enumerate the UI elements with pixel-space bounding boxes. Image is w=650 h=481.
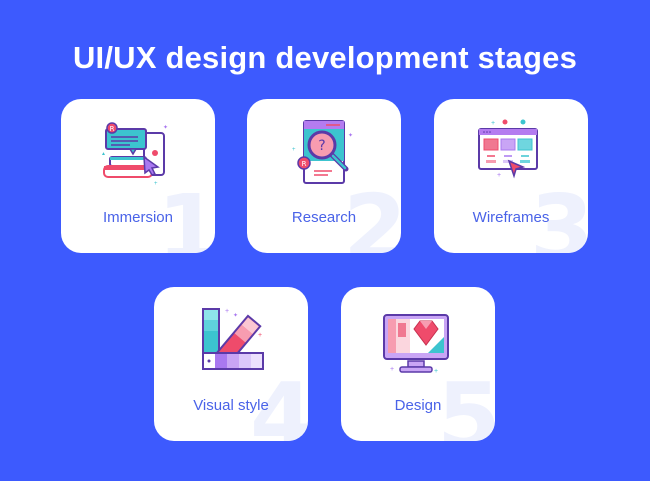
svg-text:R: R: [110, 125, 115, 133]
stage-number: 2: [342, 175, 401, 254]
chat-book-phone-icon: R ✦ ▲ +: [101, 122, 168, 187]
svg-text:?: ?: [318, 138, 325, 154]
stage-label: Research: [291, 209, 357, 226]
color-swatch-fan-icon: + ✦ +: [202, 308, 264, 370]
stage-label: Wireframes: [472, 209, 550, 226]
stage-card-design[interactable]: 5 + + Design: [341, 287, 495, 441]
stage-label: Design: [394, 397, 442, 414]
stage-number: 5: [436, 363, 495, 442]
svg-text:R: R: [302, 160, 307, 168]
svg-text:✦: ✦: [233, 312, 238, 319]
svg-text:+: +: [497, 172, 501, 179]
stage-number: 4: [249, 363, 308, 442]
stage-label: Immersion: [102, 209, 173, 226]
magnifier-document-icon: ? R ✦ +: [292, 120, 353, 184]
page-title: UI/UX design development stages: [72, 40, 578, 75]
svg-text:▲: ▲: [101, 151, 106, 157]
svg-text:+: +: [258, 332, 262, 339]
stage-card-immersion[interactable]: 1 R ✦ ▲ + Immersion: [61, 99, 215, 253]
stage-card-research[interactable]: 2 ? R ✦ + Research: [247, 99, 401, 253]
svg-text:+: +: [390, 366, 394, 373]
stage-card-visual-style[interactable]: 4 + ✦ + Visual style: [154, 287, 308, 441]
svg-text:+: +: [292, 147, 296, 153]
svg-text:+: +: [225, 308, 229, 315]
browser-wireframe-icon: + +: [478, 119, 538, 179]
svg-text:✦: ✦: [348, 132, 353, 139]
svg-text:✦: ✦: [163, 124, 168, 131]
stage-label: Visual style: [193, 397, 269, 414]
svg-text:+: +: [434, 368, 438, 375]
monitor-gem-icon: + +: [383, 314, 449, 375]
stage-number: 3: [529, 175, 588, 254]
svg-text:+: +: [491, 120, 495, 127]
stage-card-wireframes[interactable]: 3 + + Wireframes: [434, 99, 588, 253]
stage-number: 1: [156, 175, 215, 254]
svg-text:+: +: [154, 181, 158, 187]
